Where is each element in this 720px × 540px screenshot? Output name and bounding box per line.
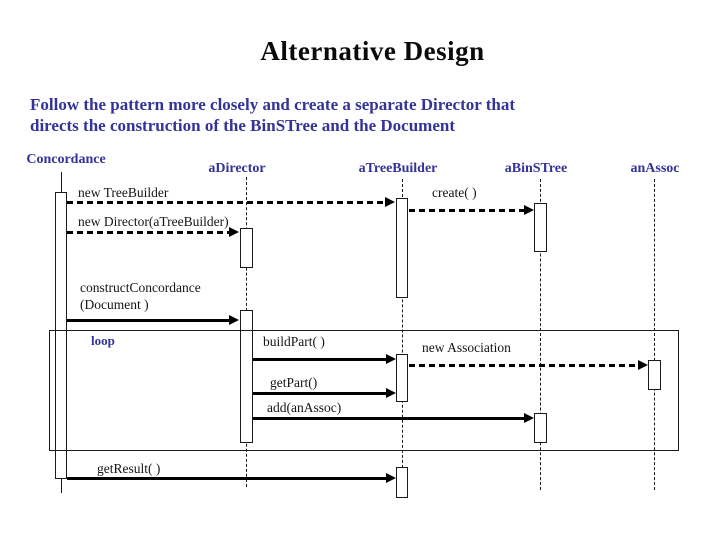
arrowhead-icon <box>229 315 239 325</box>
message-line-buildpart <box>253 358 387 361</box>
arrowhead-icon <box>386 388 396 398</box>
activation-adirector-1 <box>240 228 253 268</box>
message-line-new-association <box>409 364 639 367</box>
arrowhead-icon <box>524 205 534 215</box>
activation-atreebuilder-3 <box>396 467 408 498</box>
arrowhead-icon <box>229 227 239 237</box>
message-label-getresult: getResult( ) <box>97 461 161 476</box>
message-label-buildpart: buildPart( ) <box>263 334 325 349</box>
message-label-new-association: new Association <box>422 340 511 355</box>
activation-concordance <box>55 192 67 479</box>
loop-fragment-box <box>49 330 679 451</box>
message-label-add-anassoc: add(anAssoc) <box>267 400 342 415</box>
message-label-construct-concordance: constructConcordance (Document ) <box>80 280 201 312</box>
message-line-create <box>409 209 525 212</box>
slide-subtitle: Follow the pattern more closely and crea… <box>30 95 516 135</box>
activation-abinstree-1 <box>534 203 547 252</box>
message-label-new-director: new Director(aTreeBuilder) <box>78 214 229 229</box>
message-line-getpart <box>253 392 387 395</box>
participant-atreebuilder: aTreeBuilder <box>358 161 438 176</box>
message-label-getpart: getPart() <box>270 375 318 390</box>
lifeline-anassoc <box>654 179 655 490</box>
lifeline-atreebuilder <box>402 179 403 498</box>
arrowhead-icon <box>386 473 396 483</box>
arrowhead-icon <box>386 354 396 364</box>
arrowhead-icon <box>385 197 395 207</box>
arrowhead-icon <box>524 413 534 423</box>
message-label-create: create( ) <box>432 185 477 200</box>
activation-adirector-2 <box>240 310 253 443</box>
lifeline-abinstree <box>540 179 541 490</box>
activation-abinstree-2 <box>534 413 547 443</box>
participant-adirector: aDirector <box>208 161 266 176</box>
participant-concordance: Concordance <box>26 152 106 167</box>
message-line-new-treebuilder <box>67 201 386 204</box>
participant-abinstree: aBinSTree <box>504 161 568 176</box>
message-line-construct-concordance <box>67 319 230 322</box>
participant-anassoc: anAssoc <box>630 161 680 176</box>
message-line-add-anassoc <box>253 417 525 420</box>
arrowhead-icon <box>638 360 648 370</box>
activation-atreebuilder-2 <box>396 354 408 402</box>
activation-anassoc <box>648 360 661 390</box>
message-label-new-treebuilder: new TreeBuilder <box>78 185 169 200</box>
message-line-getresult <box>67 477 387 480</box>
loop-fragment-label: loop <box>91 333 115 348</box>
slide-title: Alternative Design <box>260 36 485 66</box>
activation-atreebuilder-1 <box>396 198 408 298</box>
message-line-new-director <box>67 231 230 234</box>
